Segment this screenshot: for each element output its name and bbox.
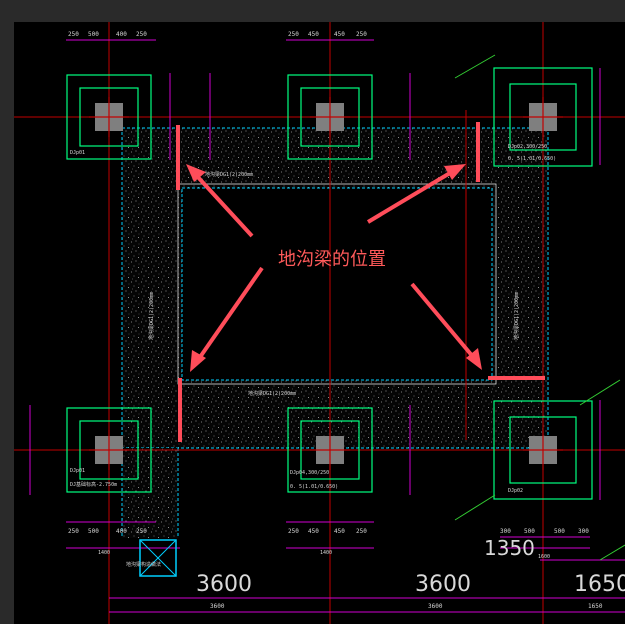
- footing-outer-step: [287, 407, 373, 493]
- svg-text:450: 450: [308, 31, 319, 38]
- pit-label-bottom: 地沟梁DG1(2)200mm: [248, 390, 296, 397]
- bottom-dim-1-big: 3600: [196, 572, 252, 597]
- dimension-lines: [29, 39, 625, 613]
- footing-inner-step: [300, 420, 360, 480]
- svg-text:250: 250: [68, 31, 79, 38]
- dim-row-top-mid: 250 450 450 250: [288, 31, 367, 38]
- svg-text:500: 500: [88, 31, 99, 38]
- pit-inner-edge: [181, 187, 493, 381]
- footing-bl-tag: DJp01: [70, 468, 85, 474]
- leader-marks: [454, 54, 625, 561]
- svg-text:500: 500: [88, 528, 99, 535]
- dim-row-bot-left: 250 500 400 250: [68, 528, 147, 535]
- pit-label-right: 地沟梁DG1(2)200mm: [513, 292, 520, 340]
- svg-text:400: 400: [116, 31, 127, 38]
- footing-tr-tag: DJp02,300/250: [508, 144, 547, 150]
- pit-wall-line: [177, 183, 497, 385]
- footing-inner-step: [79, 87, 139, 147]
- svg-text:250: 250: [136, 31, 147, 38]
- footing-inner-step: [300, 87, 360, 147]
- annotation-label: 地沟梁的位置: [278, 249, 386, 270]
- svg-text:500: 500: [524, 528, 535, 535]
- footing-bm-tag: DJp04,300/250: [290, 470, 329, 476]
- footing-tl-tag: DJp01: [70, 150, 85, 156]
- annotation-arrows: [186, 164, 482, 372]
- footing-bot-right[interactable]: [493, 400, 593, 500]
- svg-text:250: 250: [68, 528, 79, 535]
- pit-label-top: 地沟梁DG1(2)200mm: [205, 171, 253, 178]
- bottom-dim-3-small: 1650: [588, 603, 603, 610]
- dim-row-bot-mid: 250 450 450 250: [288, 528, 367, 535]
- footing-top-right[interactable]: [493, 67, 593, 167]
- pit-leg: [122, 448, 178, 538]
- bottom-dim-2-small: 3600: [428, 603, 443, 610]
- footing-top-mid[interactable]: [287, 74, 373, 160]
- pit-ring: [122, 128, 548, 448]
- bottom-dim-1-small: 3600: [210, 603, 225, 610]
- footing-top-left[interactable]: [66, 74, 152, 160]
- footing-bm-elev: 0. 5(1.01/0.650): [290, 484, 338, 490]
- footing-outer-step: [493, 400, 593, 500]
- svg-text:250: 250: [136, 528, 147, 535]
- svg-text:450: 450: [334, 31, 345, 38]
- footing-bl-elev: DJ基础标高-2.750m: [70, 481, 117, 488]
- bottom-dim-2-big: 3600: [415, 572, 471, 597]
- dim-row-bot-right: 300 500 500 300: [500, 528, 589, 535]
- footing-bl-width: 1400: [98, 550, 110, 556]
- svg-text:500: 500: [554, 528, 565, 535]
- footing-outer-step: [493, 67, 593, 167]
- dim-row-top-left: 250 500 400 250: [68, 31, 147, 38]
- window-left-edge: [0, 0, 14, 624]
- svg-text:450: 450: [334, 528, 345, 535]
- manhole-box: [139, 539, 177, 577]
- manhole-label: 地沟梁构造做法: [126, 561, 161, 568]
- svg-text:250: 250: [288, 31, 299, 38]
- footing-inner-step: [509, 83, 577, 151]
- trench-beam-markers: [176, 122, 545, 442]
- footing-bm-width: 1400: [320, 550, 332, 556]
- footing-outer-step: [66, 407, 152, 493]
- footing-inner-step: [79, 420, 139, 480]
- footing-tr-elev: 0. 5(1.01/0.650): [508, 156, 556, 162]
- footing-br-tag: DJp02: [508, 488, 523, 494]
- bottom-dim-3-big: 1650: [574, 572, 625, 597]
- svg-text:250: 250: [356, 31, 367, 38]
- footing-inner-step: [509, 416, 577, 484]
- mid-right-dim: 1350: [484, 536, 535, 560]
- footing-bot-left[interactable]: [66, 407, 152, 493]
- svg-text:300: 300: [578, 528, 589, 535]
- svg-text:400: 400: [116, 528, 127, 535]
- svg-text:450: 450: [308, 528, 319, 535]
- footing-bot-mid[interactable]: [287, 407, 373, 493]
- footing-outer-step: [287, 74, 373, 160]
- pit-label-left: 地沟梁DG1(2)200mm: [148, 292, 155, 340]
- window-top-edge: [0, 0, 625, 22]
- svg-text:300: 300: [500, 528, 511, 535]
- svg-text:250: 250: [288, 528, 299, 535]
- svg-text:250: 250: [356, 528, 367, 535]
- footing-br-width: 1600: [538, 554, 550, 560]
- footing-outer-step: [66, 74, 152, 160]
